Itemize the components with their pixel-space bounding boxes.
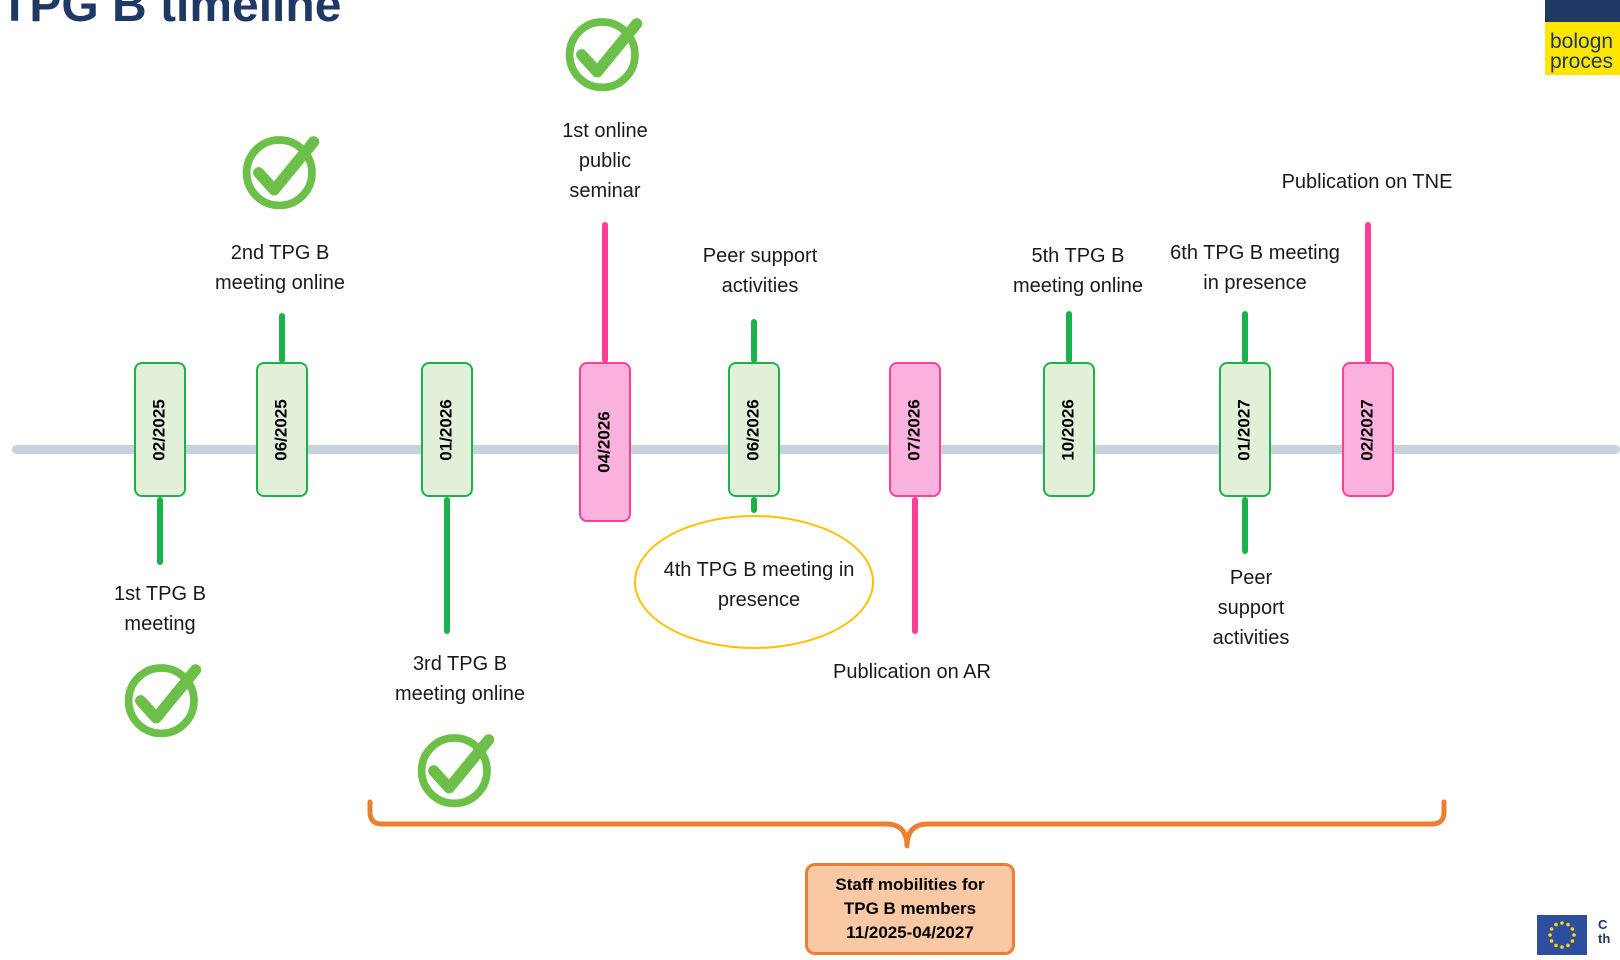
stem-06-2026-below <box>751 497 757 513</box>
stem-02-2025 <box>157 497 163 565</box>
staff-mobility-line: TPG B members <box>843 899 977 918</box>
date-box: 06/2025 <box>256 362 308 497</box>
staff-mobility-line: Staff mobilities for <box>835 875 985 894</box>
check-icon <box>417 734 495 808</box>
bologna-process-logo: bologn proces <box>1545 0 1620 75</box>
milestone-label: Peer support activities <box>1212 567 1290 649</box>
milestone-label: 4th TPG B meeting in presence <box>663 559 855 611</box>
stem-02-2027 <box>1365 222 1371 363</box>
staff-mobility-line: 11/2025-04/2027 <box>846 923 974 942</box>
stem-10-2026 <box>1066 311 1072 363</box>
highlight-ellipse <box>634 515 874 649</box>
milestone-label: Publication on TNE <box>1281 171 1453 193</box>
timeline-axis <box>12 445 1620 454</box>
stem-06-2026-above <box>751 319 757 363</box>
eu-logo-text: C th <box>1598 917 1611 946</box>
stem-01-2026 <box>444 497 450 634</box>
milestone-label: 1st TPG B meeting <box>114 583 206 635</box>
stem-07-2026 <box>912 497 918 634</box>
staff-mobility-box: Staff mobilities for TPG B members 11/20… <box>805 863 1015 955</box>
stem-01-2027-below <box>1242 497 1248 554</box>
eu-flag-icon <box>1537 915 1587 955</box>
check-icon <box>565 18 643 92</box>
staff-mobility-brace <box>367 799 1447 849</box>
stem-01-2027-above <box>1242 311 1248 363</box>
date-box: 02/2025 <box>134 362 186 497</box>
check-icon <box>124 664 202 738</box>
milestone-label: Publication on AR <box>833 661 991 683</box>
stem-04-2026 <box>602 222 608 363</box>
check-icon <box>242 136 320 210</box>
date-box: 01/2027 <box>1219 362 1271 497</box>
stem-06-2025 <box>279 313 285 363</box>
date-box: 06/2026 <box>728 362 780 497</box>
milestone-label: Peer support activities <box>702 245 818 297</box>
date-box: 02/2027 <box>1342 362 1394 497</box>
milestone-label: 5th TPG B meeting online <box>1012 245 1144 297</box>
milestone-label: 6th TPG B meeting in presence <box>1170 242 1340 294</box>
milestone-label: 2nd TPG B meeting online <box>214 242 346 294</box>
date-box: 04/2026 <box>579 362 631 522</box>
milestone-label: 1st online public seminar <box>562 120 648 202</box>
milestone-label: 3rd TPG B meeting online <box>394 653 526 705</box>
date-box: 10/2026 <box>1043 362 1095 497</box>
date-box: 01/2026 <box>421 362 473 497</box>
date-box: 07/2026 <box>889 362 941 497</box>
